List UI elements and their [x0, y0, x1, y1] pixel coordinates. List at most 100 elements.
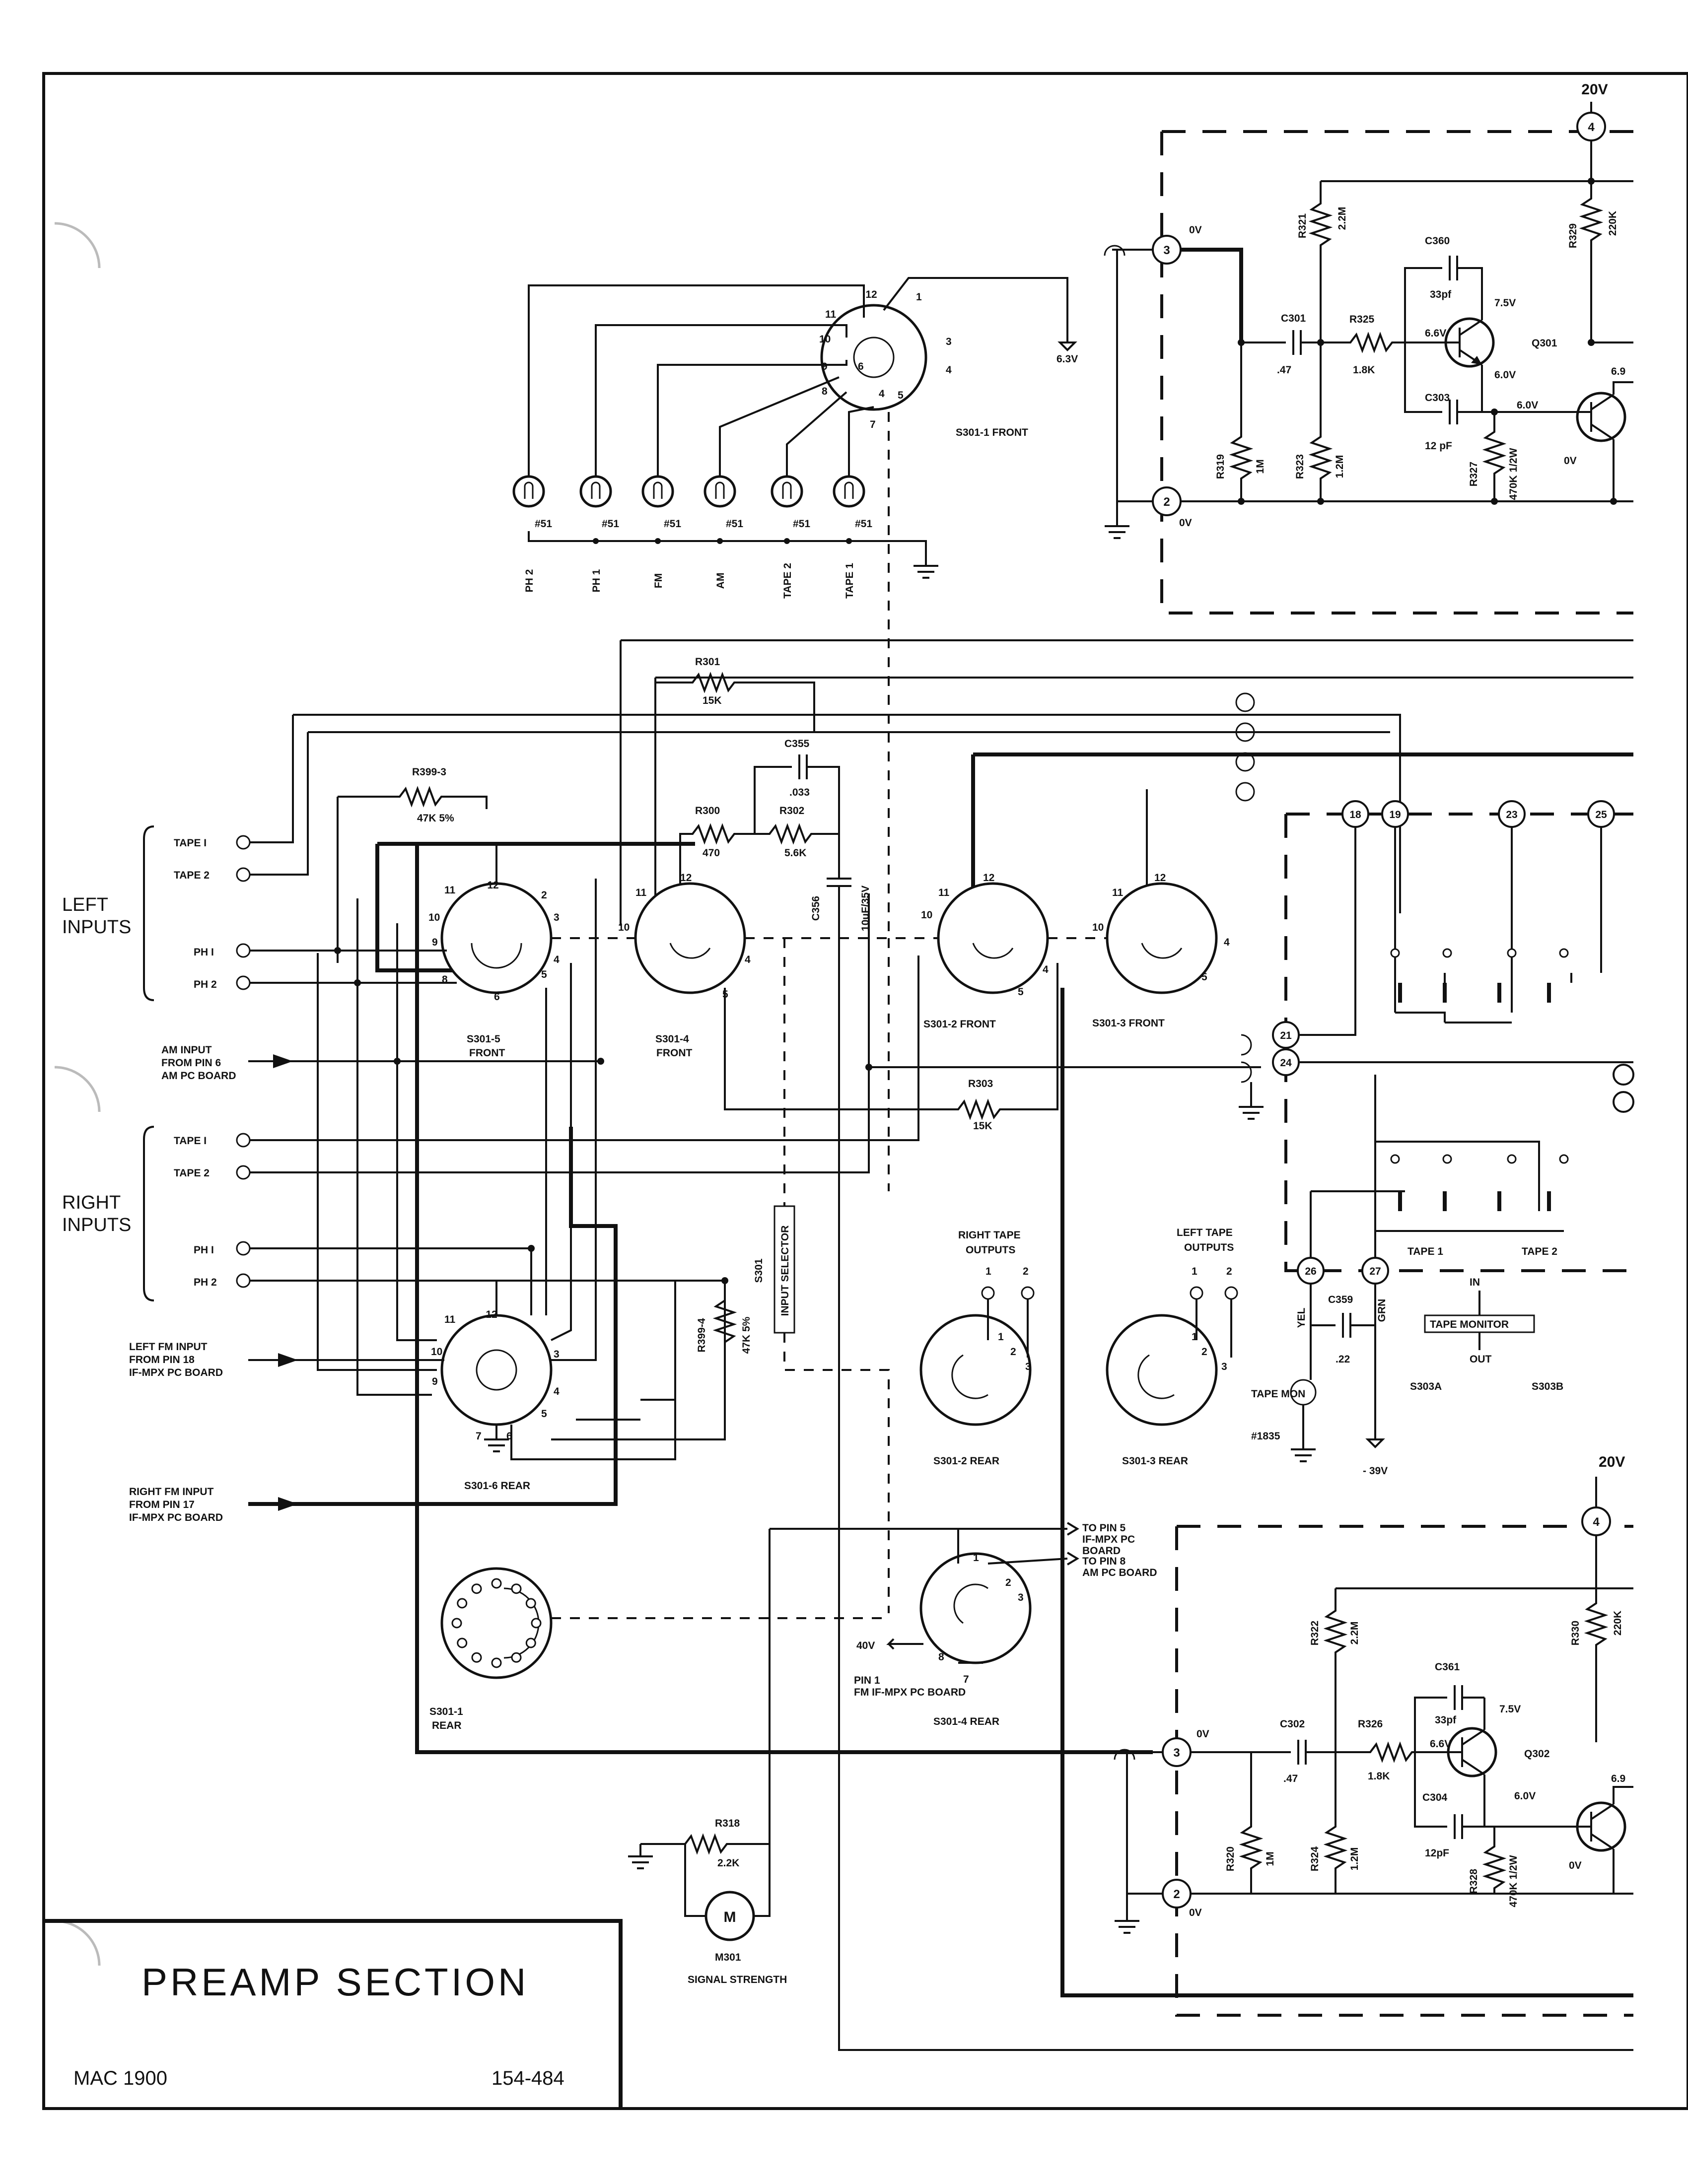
- svg-text:3: 3: [1025, 1361, 1031, 1372]
- right-ph2-jack: [236, 1273, 251, 1288]
- model-number: MAC 1900: [73, 2067, 167, 2089]
- svg-text:6.0V: 6.0V: [1517, 400, 1538, 411]
- tape-monitor-box: 18 19 23 25 21 24 26 27 TAPE 1 TAPE 2: [1272, 800, 1634, 1285]
- left-fm-input: LEFT FM INPUT FROM PIN 18 IF-MPX PC BOAR…: [129, 1341, 437, 1378]
- svg-text:1.2M: 1.2M: [1334, 455, 1345, 478]
- svg-text:12pF: 12pF: [1425, 1847, 1449, 1859]
- svg-text:RIGHT FM INPUT: RIGHT FM INPUT: [129, 1486, 213, 1498]
- svg-text:Q301: Q301: [1532, 338, 1557, 349]
- svg-text:Q302: Q302: [1524, 1748, 1549, 1760]
- lamp-name-label: TAPE 2: [782, 563, 793, 599]
- svg-text:8: 8: [822, 386, 828, 397]
- r327-resistor: [1482, 412, 1507, 501]
- svg-text:R320: R320: [1225, 1846, 1236, 1871]
- svg-text:OUT: OUT: [1470, 1354, 1492, 1365]
- svg-text:IN: IN: [1470, 1277, 1480, 1288]
- left-amplifier-board: 4 20V R329 220K R321 2.2M 3 0V C301 .47 …: [1152, 81, 1633, 614]
- supply-6-3v: 6.3V: [1056, 353, 1078, 365]
- r318-resistor: [640, 1833, 770, 1855]
- svg-text:BOARD: BOARD: [1082, 1545, 1121, 1557]
- svg-text:25: 25: [1595, 809, 1607, 820]
- switch-pin: [471, 1583, 482, 1594]
- svg-text:TAPE 2: TAPE 2: [174, 870, 210, 881]
- svg-text:10: 10: [431, 1346, 442, 1358]
- svg-text:C360: C360: [1425, 235, 1450, 247]
- svg-text:1.8K: 1.8K: [1353, 364, 1375, 376]
- svg-text:4: 4: [554, 1386, 560, 1397]
- lamp-number-label: #51: [602, 518, 619, 530]
- svg-text:2: 2: [1010, 1346, 1016, 1358]
- svg-text:5: 5: [541, 1408, 547, 1420]
- svg-text:1: 1: [916, 291, 922, 303]
- svg-text:S301: S301: [753, 1258, 765, 1283]
- svg-text:11: 11: [635, 887, 647, 898]
- svg-text:3: 3: [1163, 244, 1170, 257]
- svg-text:R399-4: R399-4: [696, 1318, 707, 1352]
- svg-text:R324: R324: [1309, 1846, 1321, 1872]
- svg-text:7.5V: 7.5V: [1494, 297, 1516, 309]
- svg-text:15K: 15K: [703, 695, 722, 706]
- m301-meter: [704, 1891, 755, 1941]
- svg-text:.47: .47: [1277, 364, 1291, 376]
- svg-text:C356: C356: [810, 896, 822, 921]
- svg-text:33pf: 33pf: [1430, 289, 1452, 300]
- svg-text:TAPE 1: TAPE 1: [1407, 1246, 1443, 1257]
- svg-text:AM PC BOARD: AM PC BOARD: [1082, 1567, 1157, 1578]
- svg-text:R330: R330: [1570, 1621, 1581, 1645]
- supply-neg39v: - 39V: [1363, 1465, 1388, 1477]
- switch-pin: [491, 1578, 502, 1589]
- left-tape2-jack: [236, 867, 251, 882]
- r330-resistor: [1584, 1588, 1609, 1742]
- svg-text:0V: 0V: [1179, 517, 1192, 529]
- right-fm-input: RIGHT FM INPUT FROM PIN 17 IF-MPX PC BOA…: [129, 1127, 618, 1523]
- svg-text:2: 2: [1226, 1266, 1232, 1277]
- svg-text:2: 2: [541, 889, 547, 901]
- input-selector-label: INPUT SELECTOR S301: [753, 1205, 795, 1334]
- svg-text:10: 10: [1092, 922, 1104, 933]
- svg-text:0V: 0V: [1189, 224, 1202, 236]
- svg-text:3: 3: [1018, 1592, 1024, 1603]
- lamp-number-label: #51: [664, 518, 681, 530]
- r319-resistor: [1229, 342, 1254, 501]
- svg-text:6: 6: [858, 361, 864, 372]
- svg-text:S301-3 REAR: S301-3 REAR: [1122, 1455, 1188, 1467]
- r302-resistor: [755, 823, 839, 845]
- lamp-name-label: AM: [715, 573, 726, 589]
- svg-text:11: 11: [444, 1314, 456, 1325]
- r300-resistor: [679, 823, 755, 884]
- r301-resistor: [654, 672, 815, 923]
- left-ph1-jack: [236, 943, 251, 958]
- svg-text:SIGNAL STRENGTH: SIGNAL STRENGTH: [688, 1974, 787, 1985]
- svg-text:7: 7: [870, 419, 876, 430]
- svg-text:2: 2: [1201, 1346, 1207, 1358]
- svg-text:1: 1: [998, 1331, 1004, 1343]
- s301-2-front-switch: 12 11 10 4 5 S301-2 FRONT: [921, 872, 1049, 1030]
- svg-text:C302: C302: [1280, 1718, 1305, 1730]
- switch-pin: [511, 1652, 522, 1663]
- svg-text:2: 2: [1023, 1266, 1029, 1277]
- svg-text:INPUT SELECTOR: INPUT SELECTOR: [779, 1226, 791, 1316]
- svg-text:.033: .033: [789, 787, 810, 798]
- binder-hole-top: [54, 222, 101, 269]
- svg-text:GRN: GRN: [1376, 1299, 1388, 1322]
- svg-text:3: 3: [554, 1349, 560, 1360]
- svg-text:24: 24: [1280, 1057, 1292, 1069]
- svg-text:5: 5: [541, 969, 547, 980]
- r326-resistor: [1360, 1741, 1415, 1763]
- svg-text:11: 11: [1112, 887, 1124, 898]
- svg-text:C361: C361: [1435, 1661, 1460, 1673]
- switch-pin: [451, 1618, 462, 1629]
- svg-text:5.6K: 5.6K: [784, 847, 806, 859]
- svg-text:R319: R319: [1215, 454, 1226, 479]
- s301-4-front-switch: 12 11 10 4 5 S301-4 FRONT: [618, 872, 751, 1059]
- svg-text:S301-4 REAR: S301-4 REAR: [933, 1716, 999, 1727]
- svg-text:R326: R326: [1358, 1718, 1383, 1730]
- svg-text:R318: R318: [715, 1818, 740, 1829]
- svg-text:10: 10: [921, 909, 932, 921]
- svg-text:9: 9: [432, 937, 438, 948]
- svg-text:C303: C303: [1425, 392, 1450, 404]
- svg-text:2: 2: [1005, 1577, 1011, 1588]
